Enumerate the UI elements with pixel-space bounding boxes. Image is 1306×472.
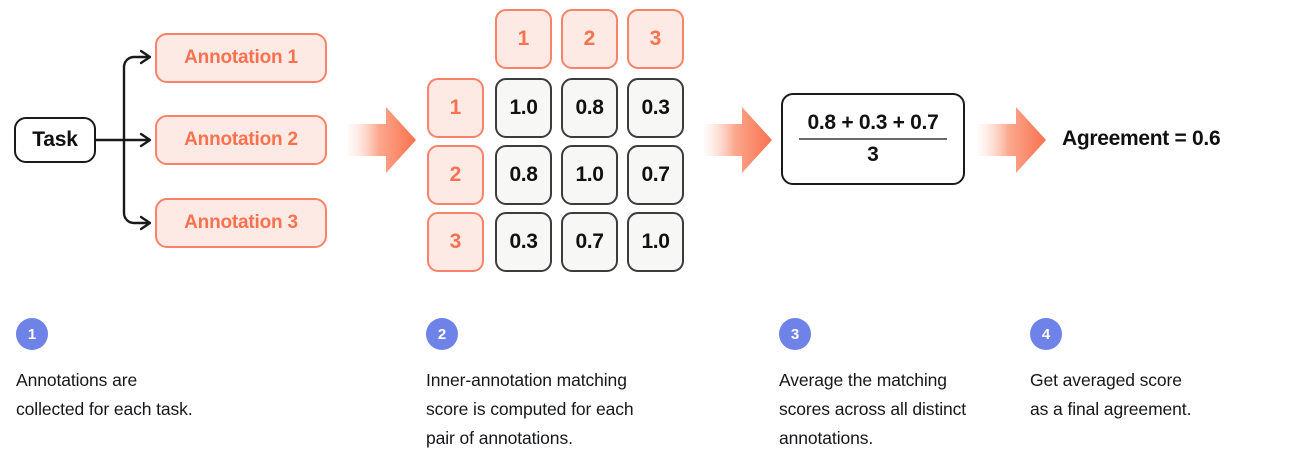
matrix-cell-r3c2: 0.7 bbox=[561, 212, 618, 272]
annotation-box-2-label: Annotation 2 bbox=[184, 129, 298, 150]
matrix-cell-r2c1-value: 0.8 bbox=[509, 163, 538, 186]
flow-arrow-1 bbox=[348, 107, 416, 173]
matrix-col-header-1-label: 1 bbox=[517, 27, 530, 50]
annotation-box-3: Annotation 3 bbox=[155, 198, 327, 248]
matrix-row-header-2: 2 bbox=[427, 145, 484, 205]
matrix-cell-r2c1: 0.8 bbox=[495, 145, 552, 205]
matrix-cell-r3c3: 1.0 bbox=[627, 212, 684, 272]
matrix-row-header-3-label: 3 bbox=[449, 230, 462, 253]
matrix-cell-r1c1-value: 1.0 bbox=[509, 96, 538, 119]
task-node: Task bbox=[14, 117, 96, 163]
fraction-bar bbox=[799, 138, 947, 140]
matrix-col-header-3: 3 bbox=[627, 9, 684, 69]
step-3-badge: 3 bbox=[779, 318, 811, 350]
step-4-text: Get averaged score as a final agreement. bbox=[1030, 370, 1192, 419]
matrix-row-header-2-label: 2 bbox=[449, 163, 462, 186]
step-2: 2 Inner-annotation matching score is com… bbox=[426, 318, 726, 453]
fraction-numerator: 0.8 + 0.3 + 0.7 bbox=[807, 111, 939, 134]
matrix-cell-r2c2-value: 1.0 bbox=[575, 163, 604, 186]
step-4-badge: 4 bbox=[1030, 318, 1062, 350]
step-4: 4 Get averaged score as a final agreemen… bbox=[1030, 318, 1290, 424]
task-node-label: Task bbox=[32, 128, 78, 151]
matrix-col-header-1: 1 bbox=[495, 9, 552, 69]
matrix-cell-r3c3-value: 1.0 bbox=[641, 230, 670, 253]
matrix-col-header-2: 2 bbox=[561, 9, 618, 69]
average-formula-box: 0.8 + 0.3 + 0.7 3 bbox=[781, 93, 965, 185]
fraction: 0.8 + 0.3 + 0.7 3 bbox=[799, 111, 947, 167]
fraction-denominator: 3 bbox=[867, 143, 879, 166]
annotation-box-1-label: Annotation 1 bbox=[184, 47, 298, 68]
annotation-box-2: Annotation 2 bbox=[155, 115, 327, 165]
matrix-cell-r2c3: 0.7 bbox=[627, 145, 684, 205]
matrix-cell-r1c3: 0.3 bbox=[627, 78, 684, 138]
step-2-badge: 2 bbox=[426, 318, 458, 350]
flow-arrow-2 bbox=[704, 107, 772, 173]
matrix-row-header-1: 1 bbox=[427, 78, 484, 138]
matrix-cell-r2c3-value: 0.7 bbox=[641, 163, 670, 186]
matrix-row-header-3: 3 bbox=[427, 212, 484, 272]
step-3-text: Average the matching scores across all d… bbox=[779, 370, 967, 448]
matrix-cell-r3c2-value: 0.7 bbox=[575, 230, 604, 253]
matrix-cell-r2c2: 1.0 bbox=[561, 145, 618, 205]
step-2-text: Inner-annotation matching score is compu… bbox=[426, 370, 634, 448]
flow-arrow-3 bbox=[978, 107, 1046, 173]
matrix-row-header-1-label: 1 bbox=[449, 96, 462, 119]
matrix-cell-r1c1: 1.0 bbox=[495, 78, 552, 138]
matrix-col-header-3-label: 3 bbox=[649, 27, 662, 50]
annotation-box-1: Annotation 1 bbox=[155, 33, 327, 83]
step-1: 1 Annotations are collected for each tas… bbox=[16, 318, 276, 424]
agreement-result: Agreement = 0.6 bbox=[1062, 127, 1221, 150]
matrix-cell-r1c3-value: 0.3 bbox=[641, 96, 670, 119]
annotation-box-3-label: Annotation 3 bbox=[184, 212, 298, 233]
step-1-badge: 1 bbox=[16, 318, 48, 350]
matrix-cell-r1c2-value: 0.8 bbox=[575, 96, 604, 119]
agreement-matrix: 1 2 3 1 2 3 1.0 0.8 0.3 0.8 bbox=[427, 9, 697, 272]
matrix-col-header-2-label: 2 bbox=[583, 27, 596, 50]
matrix-cell-r3c1-value: 0.3 bbox=[509, 230, 538, 253]
step-1-text: Annotations are collected for each task. bbox=[16, 370, 193, 419]
matrix-cell-r3c1: 0.3 bbox=[495, 212, 552, 272]
matrix-cell-r1c2: 0.8 bbox=[561, 78, 618, 138]
step-3: 3 Average the matching scores across all… bbox=[779, 318, 1039, 453]
